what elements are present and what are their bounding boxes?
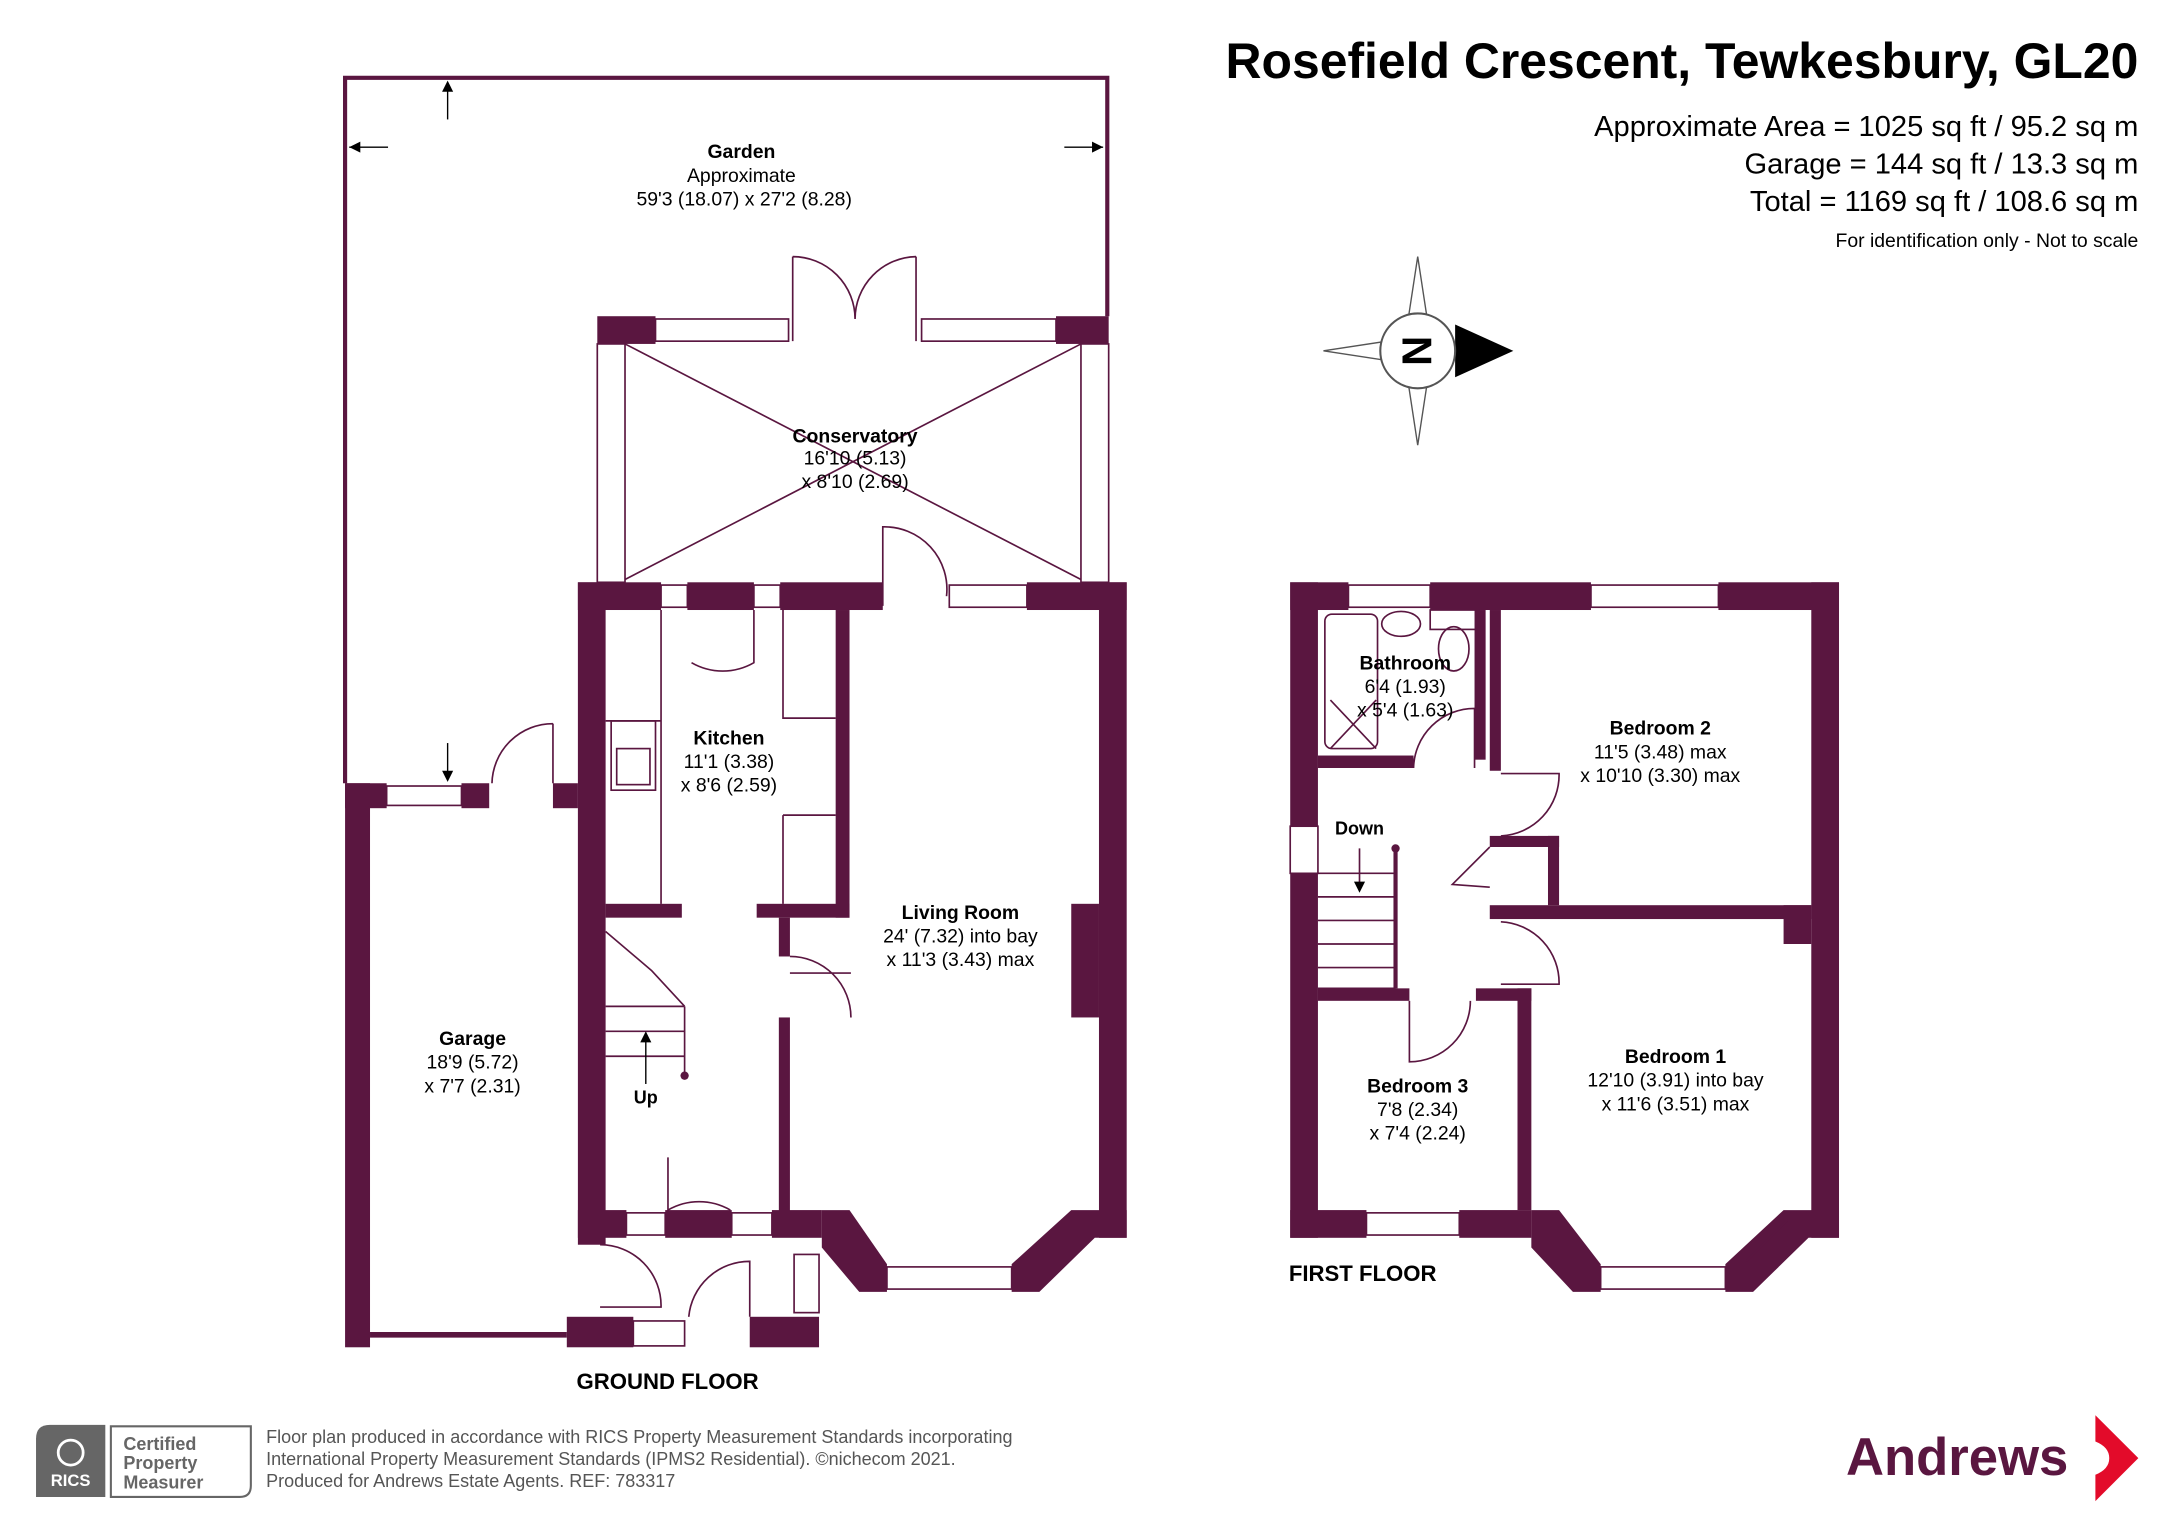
disclaimer-line: Produced for Andrews Estate Agents. REF:… <box>266 1471 675 1491</box>
ground-floor-label: GROUND FLOOR <box>577 1369 759 1394</box>
stairs-down-label: Down <box>1335 819 1384 839</box>
svg-text:RICS: RICS <box>51 1471 91 1490</box>
svg-text:Certified: Certified <box>123 1434 196 1454</box>
conservatory-dims: x 8'10 (2.69) <box>801 471 908 493</box>
compass-icon: N <box>1323 256 1514 446</box>
disclaimer-line: Floor plan produced in accordance with R… <box>266 1427 1012 1447</box>
bedroom-1-dims: 12'10 (3.91) into bay <box>1587 1070 1763 1092</box>
disclaimer-line: International Property Measurement Stand… <box>266 1449 956 1469</box>
garden-dims: 59'3 (18.07) x 27'2 (8.28) <box>636 188 851 210</box>
bedroom-1-dims: x 11'6 (3.51) max <box>1602 1093 1750 1115</box>
svg-text:N: N <box>1393 336 1440 366</box>
bathroom-dims: 6'4 (1.93) <box>1365 676 1446 698</box>
kitchen-dims: 11'1 (3.38) <box>684 751 775 773</box>
conservatory-dims: 16'10 (5.13) <box>804 448 907 470</box>
garage-dims: x 7'7 (2.31) <box>424 1075 520 1097</box>
area-line: Approximate Area = 1025 sq ft / 95.2 sq … <box>1594 111 2138 143</box>
bathroom-label: Bathroom <box>1359 653 1451 675</box>
bedroom-2-label: Bedroom 2 <box>1610 718 1711 740</box>
bedroom-3-dims: 7'8 (2.34) <box>1377 1099 1458 1121</box>
area-line: Garage = 144 sq ft / 13.3 sq m <box>1745 148 2139 180</box>
living-room-label: Living Room <box>902 902 1019 924</box>
garden-dims: Approximate <box>687 165 796 187</box>
ground-floor-plan <box>342 75 1127 1348</box>
conservatory-label: Conservatory <box>793 425 918 447</box>
stairs-up-label: Up <box>634 1087 658 1107</box>
svg-text:Measurer: Measurer <box>123 1473 203 1493</box>
living-room-dims: 24' (7.32) into bay <box>883 926 1038 948</box>
bedroom-2-dims: x 10'10 (3.30) max <box>1580 765 1740 787</box>
kitchen-label: Kitchen <box>693 727 764 749</box>
svg-text:Property: Property <box>123 1453 197 1473</box>
garden-label: Garden <box>707 141 775 163</box>
kitchen-dims: x 8'6 (2.59) <box>681 775 777 797</box>
garage-label: Garage <box>439 1028 506 1050</box>
bedroom-3-dims: x 7'4 (2.24) <box>1370 1122 1466 1144</box>
first-floor-label: FIRST FLOOR <box>1289 1261 1437 1286</box>
garage-dims: 18'9 (5.72) <box>427 1052 519 1074</box>
living-room-dims: x 11'3 (3.43) max <box>887 949 1035 971</box>
rics-badge: RICS Certified Property Measurer <box>36 1424 252 1498</box>
bedroom-1-label: Bedroom 1 <box>1625 1046 1726 1068</box>
area-line: Total = 1169 sq ft / 108.6 sq m <box>1750 186 2138 218</box>
bedroom-2-dims: 11'5 (3.48) max <box>1594 741 1727 763</box>
scale-note: For identification only - Not to scale <box>1835 230 2138 252</box>
page-title: Rosefield Crescent, Tewkesbury, GL20 <box>1225 33 2138 89</box>
bedroom-3-label: Bedroom 3 <box>1367 1075 1468 1097</box>
bathroom-dims: x 5'4 (1.63) <box>1357 700 1453 722</box>
svg-text:Andrews: Andrews <box>1846 1428 2068 1487</box>
andrews-logo: Andrews <box>1846 1415 2139 1502</box>
first-floor-plan <box>1289 582 1840 1292</box>
